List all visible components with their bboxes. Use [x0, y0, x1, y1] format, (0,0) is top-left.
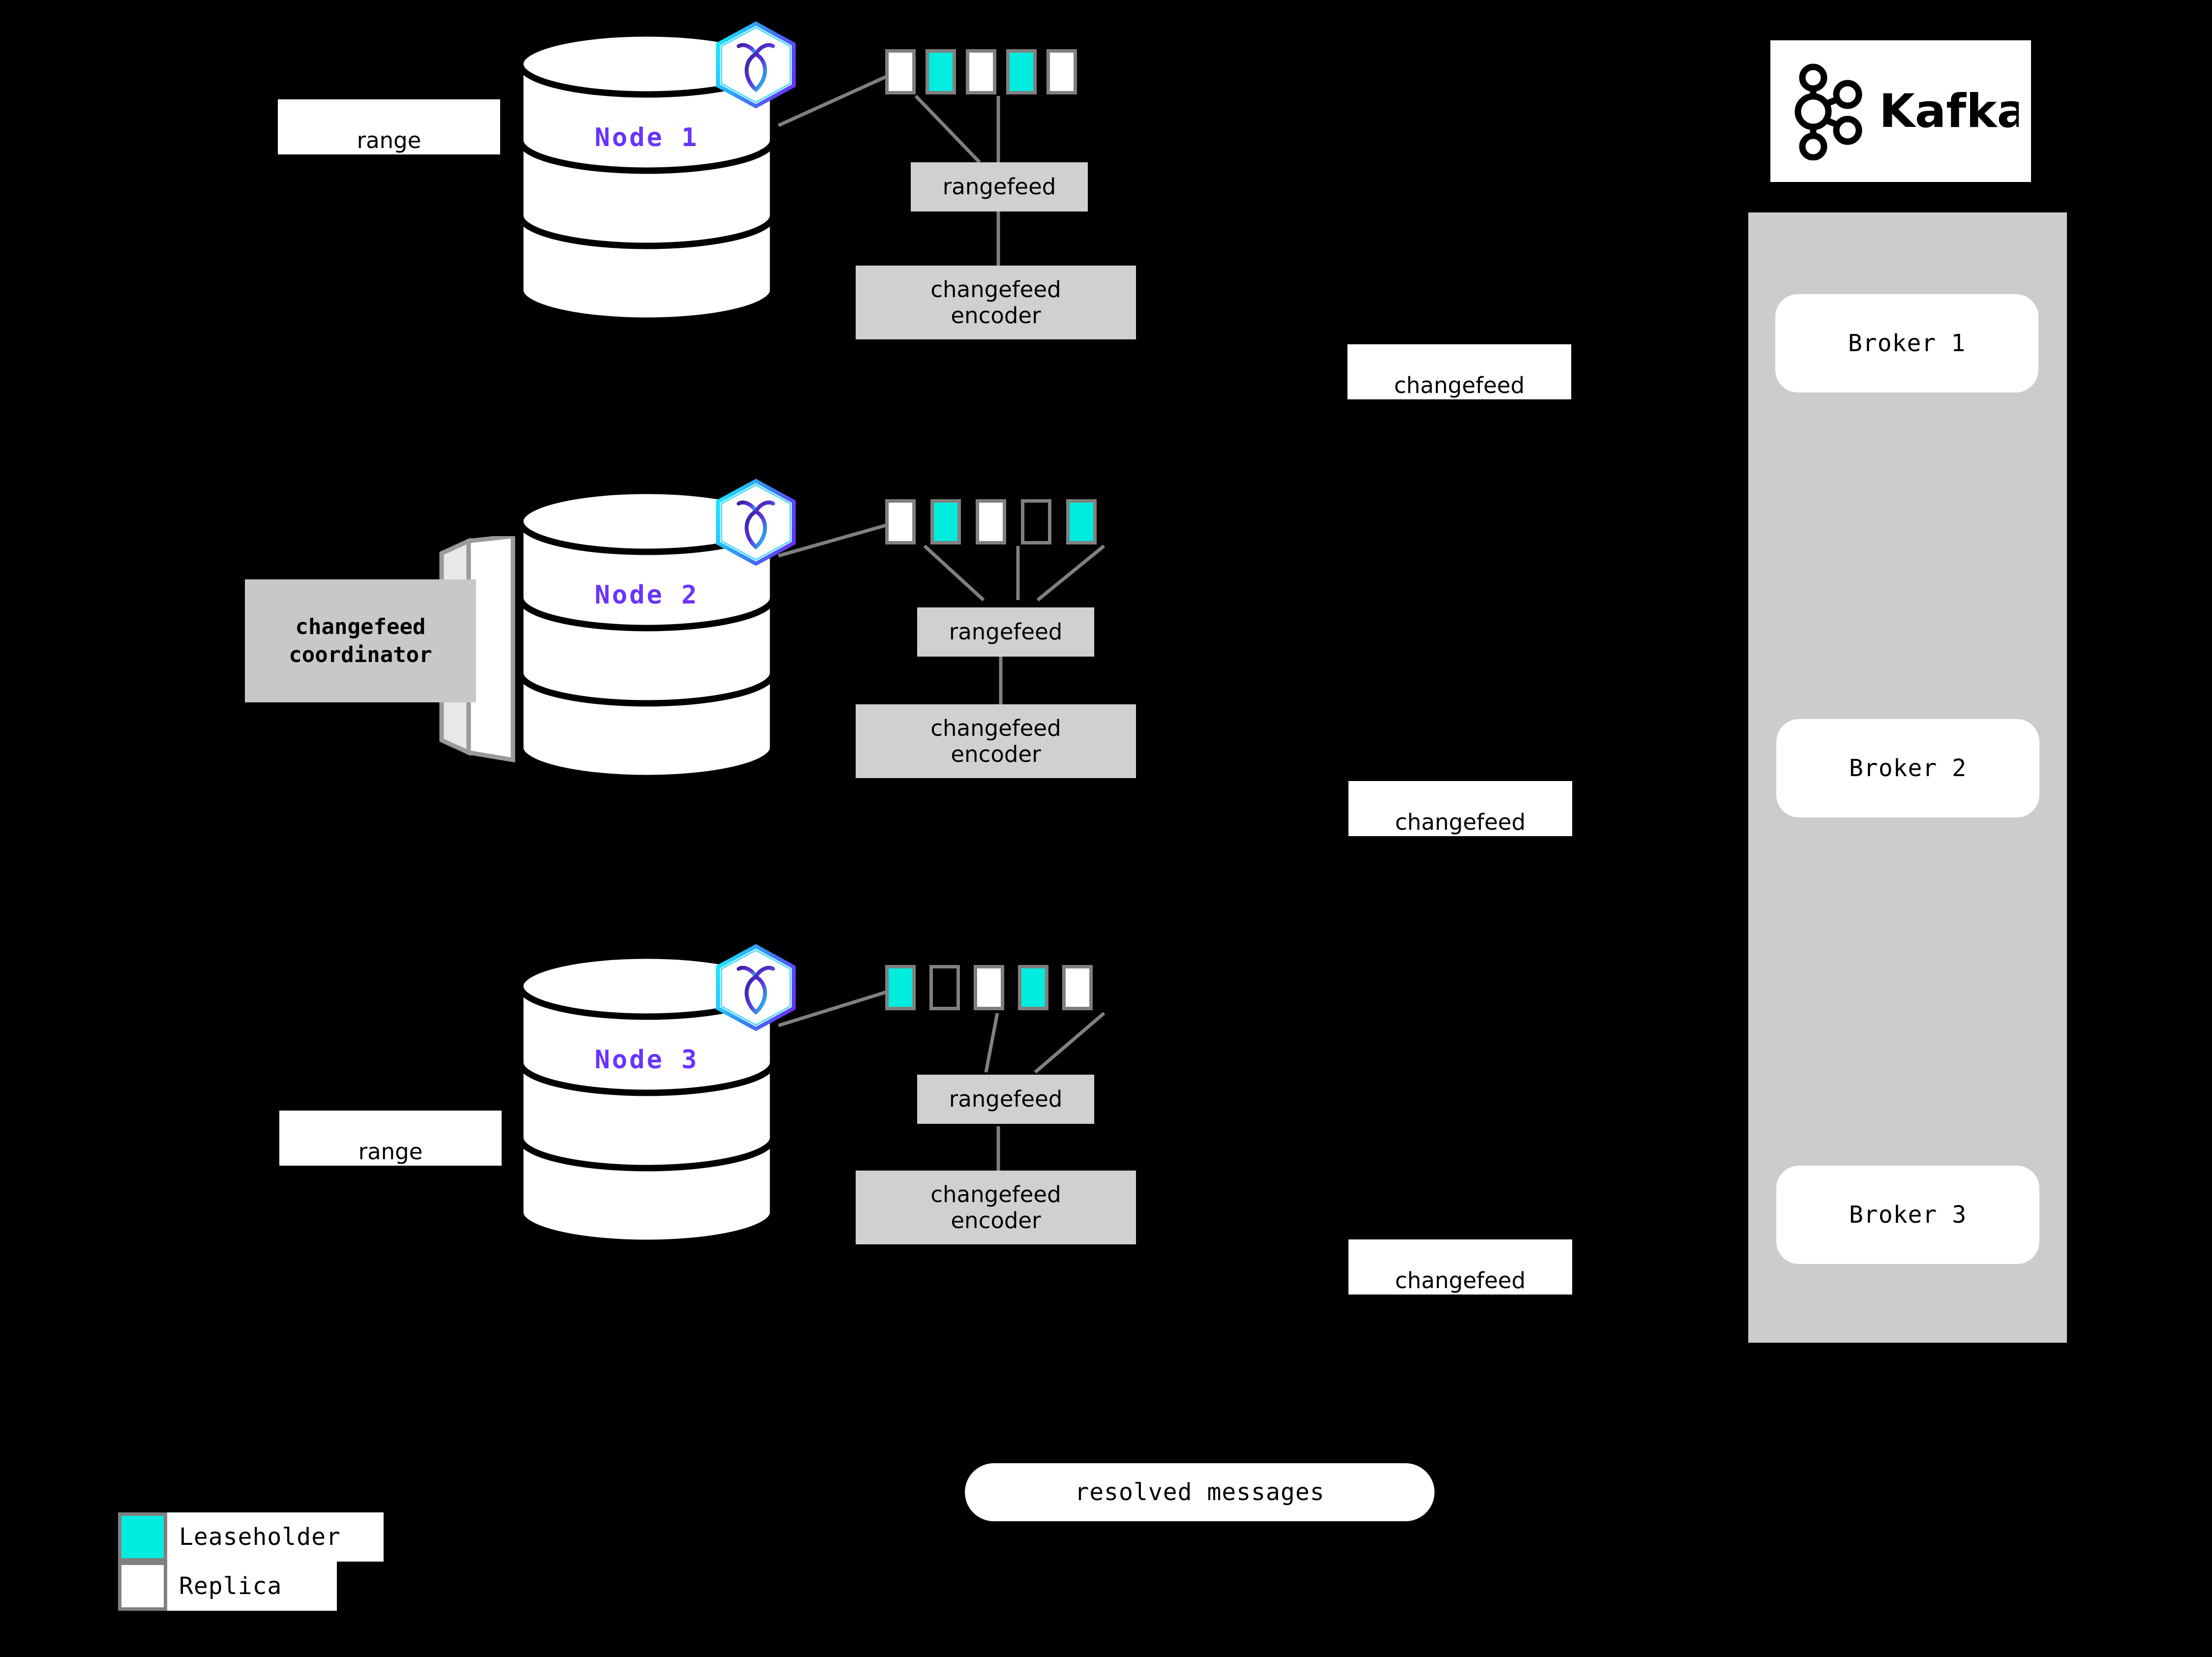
changefeed-messages-line-2: messages [1405, 835, 1516, 862]
node-label-1: Node 1 [595, 123, 699, 152]
rangefeed-box-3: rangefeed [917, 1075, 1094, 1124]
changefeed-messages-line-2: messages [1404, 398, 1515, 425]
range-checkpoints-line-2: checkpoints [323, 153, 455, 180]
range-square [1018, 965, 1048, 1010]
encoder-line-1: changefeed [930, 276, 1061, 302]
legend-swatch-leaseholder [118, 1512, 167, 1562]
range-row-node-1 [885, 49, 1077, 94]
range-checkpoints-line-1: range [357, 127, 421, 154]
range-square [885, 499, 916, 544]
changefeed-messages-line-1: changefeed [1395, 809, 1526, 836]
legend: Leaseholder Replica [118, 1512, 423, 1621]
range-square [885, 965, 916, 1010]
kafka-logo-icon: Kafka [1794, 63, 2019, 160]
encoder-line-2: encoder [951, 1207, 1041, 1234]
changefeed-messages-label-2: changefeed messages [1348, 781, 1572, 861]
rangefeed-box-2: rangefeed [917, 607, 1094, 657]
legend-label-replica: Replica [167, 1562, 337, 1611]
range-square [976, 499, 1006, 544]
node-cylinder-2: Node 2 [516, 487, 777, 782]
changefeed-messages-label-3: changefeed messages [1348, 1239, 1572, 1320]
legend-item-leaseholder: Leaseholder [118, 1512, 384, 1562]
changefeed-messages-label-1: changefeed messages [1347, 344, 1571, 424]
broker-3[interactable]: Broker 3 [1776, 1166, 2039, 1264]
range-square [974, 965, 1004, 1010]
rangefeed-box-1: rangefeed [911, 162, 1088, 211]
node-cylinder-3: Node 3 [516, 952, 777, 1247]
cockroachdb-logo-icon [713, 21, 799, 109]
range-square [1046, 49, 1077, 94]
range-checkpoints-label-1: range checkpoints [278, 99, 500, 180]
range-square [1062, 965, 1093, 1010]
node-cylinder-1: Node 1 [516, 30, 777, 325]
changefeed-encoder-box-1: changefeed encoder [856, 266, 1136, 339]
encoder-line-1: changefeed [930, 1181, 1061, 1207]
range-square [1021, 499, 1051, 544]
encoder-line-1: changefeed [930, 715, 1061, 741]
resolved-messages-pill: resolved messages [965, 1463, 1435, 1521]
range-square [885, 49, 916, 94]
range-row-node-3 [885, 965, 1093, 1010]
range-row-node-2 [885, 499, 1097, 544]
changefeed-messages-line-1: changefeed [1394, 372, 1525, 399]
range-square [930, 499, 961, 544]
changefeed-encoder-box-3: changefeed encoder [856, 1171, 1136, 1244]
range-square [966, 49, 996, 94]
range-checkpoints-label-3: range checkpoints [279, 1111, 502, 1191]
coordinator-line-2: coordinator [289, 642, 432, 667]
cockroachdb-logo-icon [713, 478, 799, 567]
cockroachdb-logo-icon [713, 943, 799, 1032]
changefeed-encoder-box-2: changefeed encoder [856, 704, 1136, 778]
range-checkpoints-line-2: checkpoints [324, 1165, 457, 1191]
range-square [1066, 499, 1097, 544]
broker-2[interactable]: Broker 2 [1776, 719, 2039, 817]
coordinator-line-1: changefeed [295, 614, 426, 639]
changefeed-messages-line-2: messages [1405, 1294, 1516, 1320]
node-label-3: Node 3 [595, 1045, 699, 1075]
legend-swatch-replica [118, 1562, 167, 1611]
legend-item-replica: Replica [118, 1562, 337, 1611]
encoder-line-2: encoder [951, 302, 1041, 329]
range-square [926, 49, 956, 94]
range-square [929, 965, 960, 1010]
range-checkpoints-line-1: range [358, 1139, 423, 1165]
node-label-2: Node 2 [595, 580, 699, 610]
changefeed-messages-line-1: changefeed [1395, 1267, 1526, 1294]
kafka-logo-panel: Kafka [1770, 40, 2031, 182]
kafka-wordmark: Kafka [1879, 85, 2019, 138]
changefeed-coordinator-box: changefeed coordinator [245, 579, 476, 702]
changefeed-coordinator-callout: changefeed coordinator [245, 536, 530, 762]
broker-1[interactable]: Broker 1 [1775, 294, 2038, 392]
range-square [1006, 49, 1037, 94]
encoder-line-2: encoder [951, 741, 1041, 767]
legend-label-leaseholder: Leaseholder [167, 1512, 384, 1562]
